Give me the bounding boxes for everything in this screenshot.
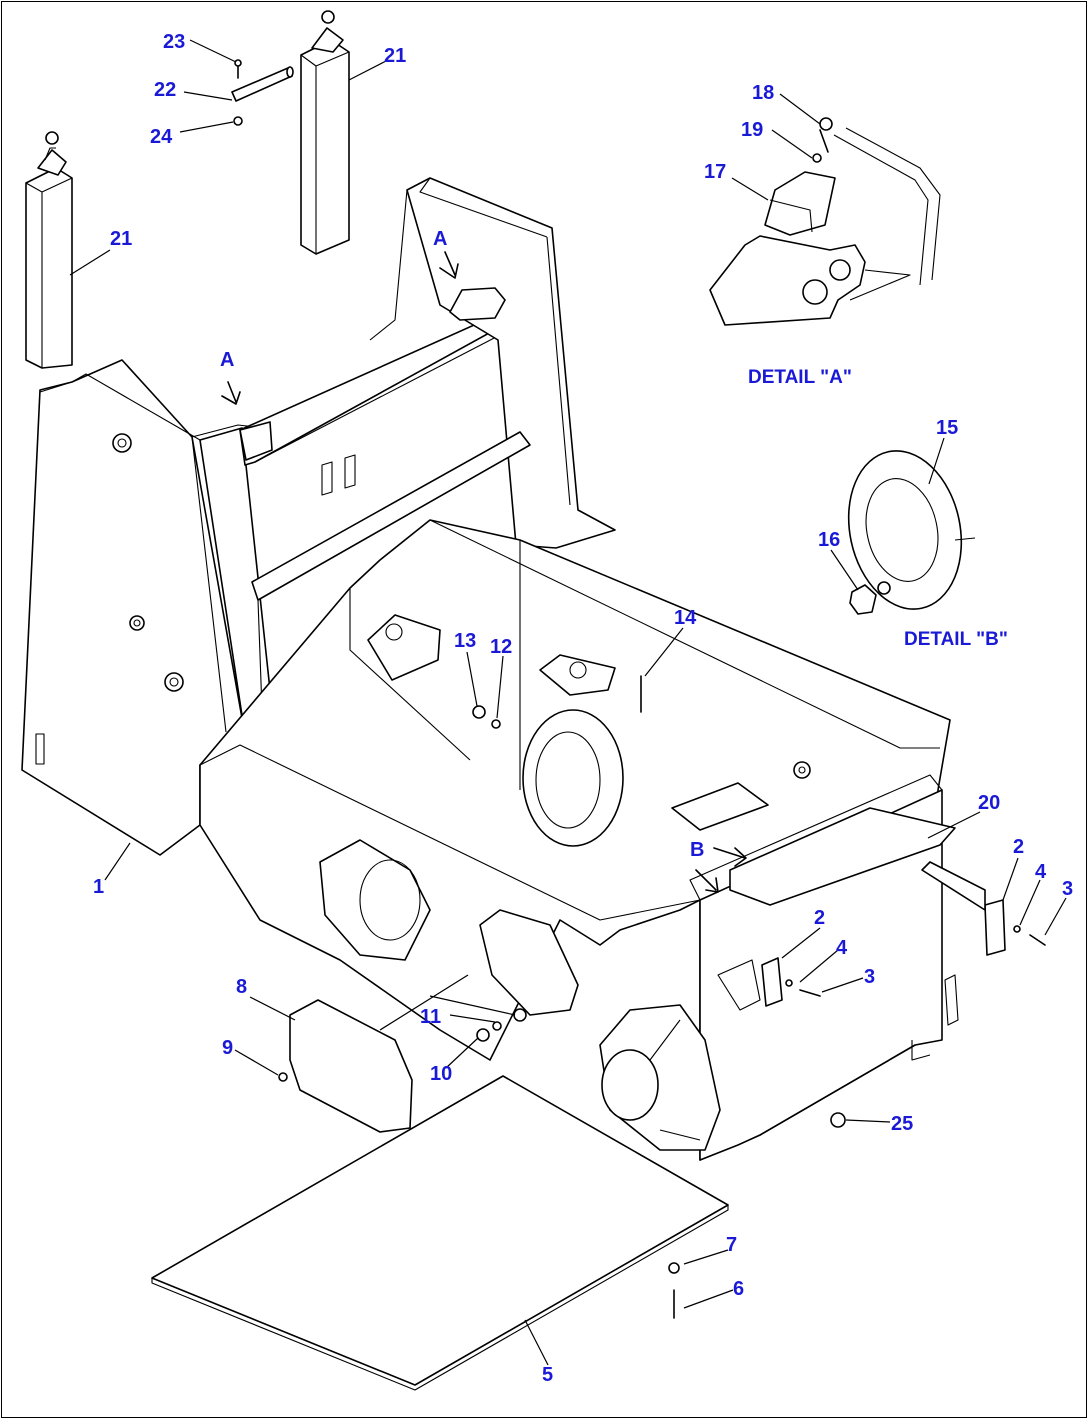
part-2-bracket-front xyxy=(761,957,783,1007)
part-2-bracket-rear xyxy=(984,899,1006,956)
callout-4-rear: 4 xyxy=(1035,861,1047,883)
part-20-cover xyxy=(729,807,956,906)
callout-21-left: 21 xyxy=(110,228,132,250)
callout-20: 20 xyxy=(978,792,1000,814)
view-marker-a-left: A xyxy=(220,349,234,371)
callout-labels: 1 2 2 3 3 4 4 5 6 7 8 9 10 11 12 13 14 1… xyxy=(93,31,1073,1386)
callout-15: 15 xyxy=(936,417,958,439)
part-21-column-left xyxy=(25,131,73,369)
callout-13: 13 xyxy=(454,630,476,652)
callout-16: 16 xyxy=(818,529,840,551)
view-marker-a-right: A xyxy=(433,228,447,250)
callout-22: 22 xyxy=(154,79,176,101)
callout-10: 10 xyxy=(430,1063,452,1085)
part-17-pad xyxy=(764,171,836,236)
callout-19: 19 xyxy=(741,119,763,141)
callout-4-front: 4 xyxy=(836,937,848,959)
callout-3-rear: 3 xyxy=(1062,878,1073,900)
detail-a-drawing xyxy=(709,117,941,326)
callout-9: 9 xyxy=(222,1037,233,1059)
callout-1: 1 xyxy=(93,876,104,898)
callout-14: 14 xyxy=(674,607,697,629)
callout-8: 8 xyxy=(236,976,247,998)
detail-a-title: DETAIL "A" xyxy=(748,367,852,388)
callout-25: 25 xyxy=(891,1113,913,1135)
callout-23: 23 xyxy=(163,31,185,53)
view-marker-b: B xyxy=(690,839,704,861)
leader-lines xyxy=(69,39,1067,1366)
view-arrows xyxy=(221,251,747,893)
callout-5: 5 xyxy=(542,1364,553,1386)
callout-6: 6 xyxy=(733,1278,744,1300)
detail-b-drawing xyxy=(847,450,976,615)
detail-b-title: DETAIL "B" xyxy=(904,629,1008,650)
pin-bolt-washer xyxy=(231,59,294,126)
callout-18: 18 xyxy=(752,82,774,104)
part-8-cover xyxy=(289,999,413,1133)
callout-11: 11 xyxy=(420,1006,441,1028)
callout-3-front: 3 xyxy=(864,966,875,988)
callout-2-rear: 2 xyxy=(1013,836,1024,858)
fasteners xyxy=(278,675,1046,1319)
callout-7: 7 xyxy=(726,1234,737,1256)
part-5-bottom-plate xyxy=(151,1075,729,1391)
part-1-main-frame xyxy=(21,177,1006,1161)
callout-17: 17 xyxy=(704,161,726,183)
part-21-column-right xyxy=(300,10,350,255)
callout-24: 24 xyxy=(150,126,173,148)
callout-12: 12 xyxy=(490,636,512,658)
callout-21-right: 21 xyxy=(384,45,406,67)
callout-2-front: 2 xyxy=(814,907,825,929)
